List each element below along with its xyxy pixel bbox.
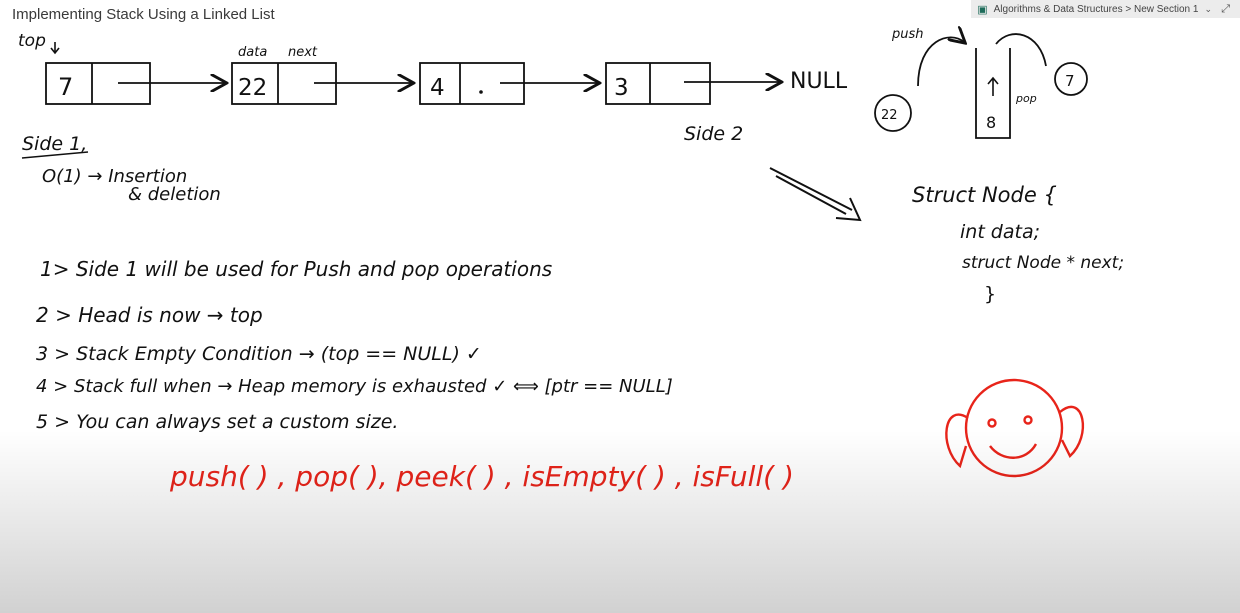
node-3: 4 <box>419 62 598 105</box>
struct-line-1: Struct Node { <box>912 183 1057 207</box>
struct-line-4: } <box>984 283 996 305</box>
struct-line-2: int data; <box>960 221 1040 243</box>
top-pointer-arrow <box>50 42 60 55</box>
diagonal-arrow <box>769 167 862 222</box>
stack-top-value: 8 <box>986 113 996 132</box>
struct-line-3: struct Node * next; <box>962 253 1124 273</box>
chevron-down-icon[interactable]: ⌄ <box>1204 3 1212 14</box>
node-4-data: 3 <box>614 75 629 101</box>
point-2: 2 > Head is now → top <box>36 303 263 327</box>
expand-icon[interactable]: ⤢ <box>1221 3 1230 15</box>
node-4: 3 <box>605 62 780 105</box>
complexity-line-2: & deletion <box>128 184 221 205</box>
stack-illustration: push pop 8 22 7 <box>874 27 1088 139</box>
side1-label: Side 1, <box>22 133 87 155</box>
function-list: push( ) , pop( ), peek( ) , isEmpty( ) ,… <box>169 460 794 493</box>
top-label: top <box>18 31 46 51</box>
node-1-data: 7 <box>58 73 73 101</box>
page-title: Implementing Stack Using a Linked List <box>12 6 275 23</box>
breadcrumb-text[interactable]: Algorithms & Data Structures > New Secti… <box>993 3 1199 15</box>
point-3: 3 > Stack Empty Condition → (top == NULL… <box>36 343 482 365</box>
ball-right-value: 7 <box>1065 72 1075 90</box>
point-4: 4 > Stack full when → Heap memory is exh… <box>36 376 673 397</box>
next-label: next <box>288 45 318 60</box>
node-1: 7 <box>45 62 225 105</box>
point-1: 1> Side 1 will be used for Push and pop … <box>40 257 552 281</box>
ball-left-value: 22 <box>881 108 898 123</box>
node-3-data: 4 <box>430 75 445 101</box>
side2-label: Side 2 <box>684 123 743 145</box>
data-label: data <box>238 45 267 60</box>
push-label: push <box>891 27 924 42</box>
point-5: 5 > You can always set a custom size. <box>36 411 398 433</box>
node-2: 22 <box>231 62 412 105</box>
smiley-face-drawing <box>945 378 1084 478</box>
node-2-data: 22 <box>238 75 267 101</box>
breadcrumb[interactable]: ▣ Algorithms & Data Structures > New Sec… <box>971 0 1240 18</box>
notebook-icon: ▣ <box>977 3 988 16</box>
pop-label: pop <box>1015 92 1037 105</box>
null-label: NULL <box>790 69 848 94</box>
complexity-line-1: O(1) → Insertion <box>42 166 187 187</box>
